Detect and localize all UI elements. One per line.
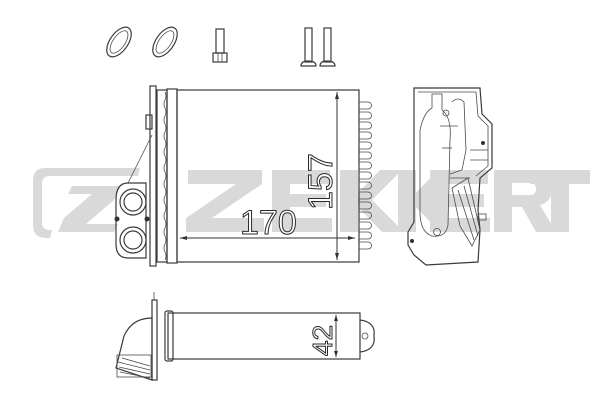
watermark-logo — [33, 168, 140, 238]
screw-icon — [300, 27, 317, 67]
watermark-letter-r — [494, 170, 556, 232]
height-label: 157 — [302, 153, 340, 210]
accessories — [106, 26, 336, 67]
side-view — [407, 87, 493, 266]
o-ring-icon — [152, 26, 178, 58]
watermark-letter-z — [186, 170, 264, 232]
o-ring-icon — [106, 26, 132, 58]
hex-bolt-icon — [212, 28, 228, 63]
pipe-connector — [114, 134, 153, 259]
watermark-letter-t — [530, 170, 590, 232]
front-view: 170 157 — [114, 85, 372, 267]
depth-dimension: 42 — [307, 315, 339, 357]
watermark-letter-e — [272, 170, 332, 232]
screw-icon — [319, 27, 336, 67]
height-dimension: 157 — [302, 92, 341, 260]
width-label: 170 — [240, 204, 297, 242]
depth-label: 42 — [307, 325, 338, 356]
top-view: 42 — [115, 292, 375, 381]
watermark-letter-k — [340, 170, 404, 232]
fins — [359, 101, 372, 250]
width-dimension: 170 — [180, 204, 355, 243]
watermark-letter-e2 — [430, 170, 490, 232]
